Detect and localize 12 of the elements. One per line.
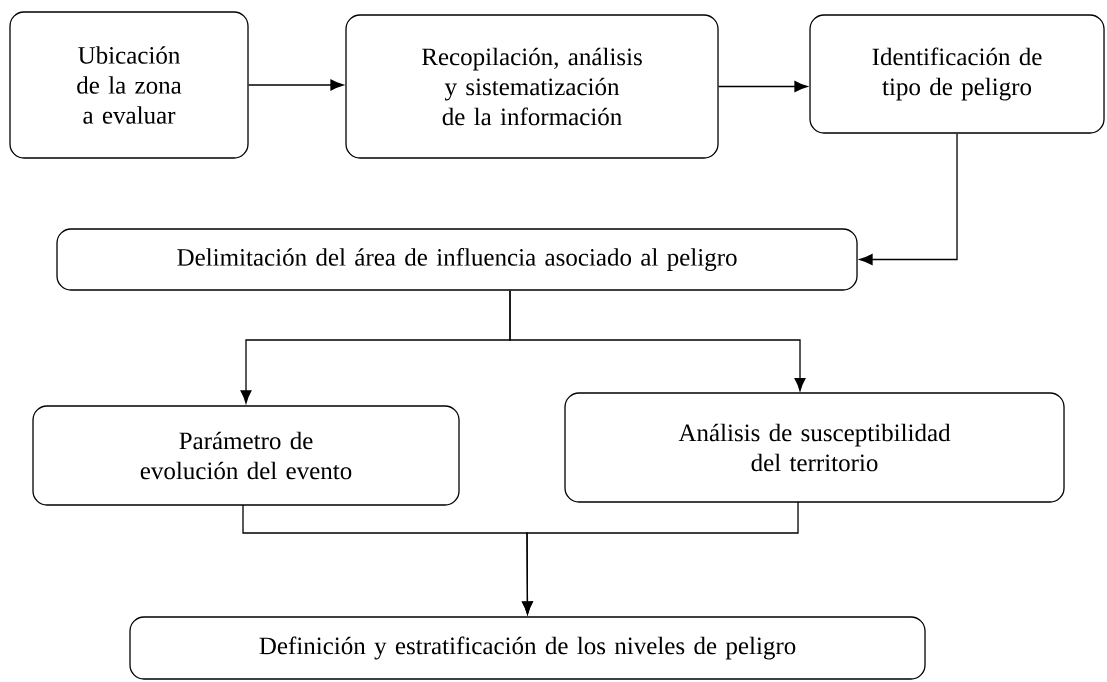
process-box: Identificación de tipo de peligro [809,14,1105,134]
arrow [509,290,806,392]
arrow [859,133,958,265]
process-box: Análisis de susceptibilidad del territorio [564,392,1065,503]
arrow [521,501,799,615]
process-box: Delimitación del área de influencia asociado al peligro [56,228,858,291]
process-box: Parámetro de evolución del evento [32,405,460,506]
arrow [248,79,344,91]
process-box: Ubicación de la zona a evaluar [9,11,249,159]
process-box: Recopilación, análisis y sistematización de la información [345,14,719,159]
process-box: Definición y estratificación de los niveles de peligro [129,616,926,680]
arrow [718,81,808,92]
